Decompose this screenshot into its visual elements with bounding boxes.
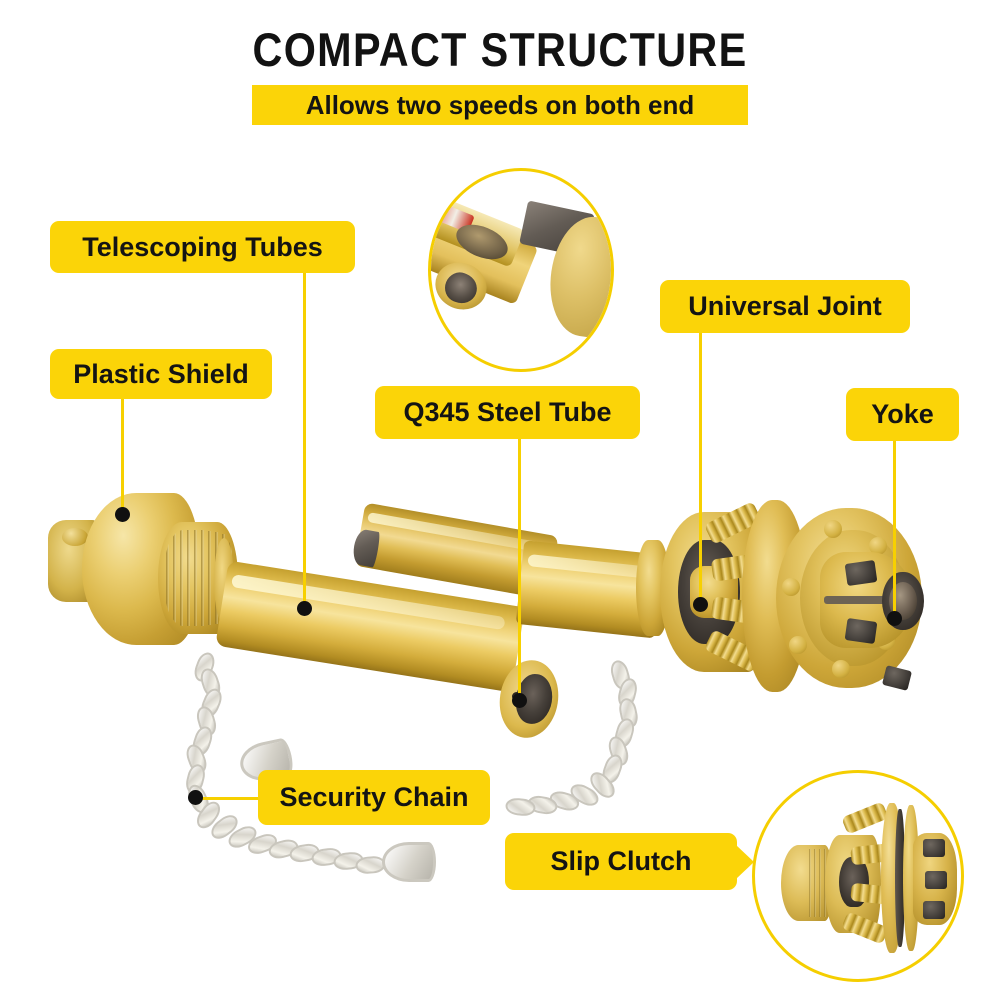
marker-dot-q345-steel-tube [512, 693, 527, 708]
marker-dot-security-chain [188, 790, 203, 805]
subtitle-banner: Allows two speeds on both end [252, 85, 748, 125]
marker-dot-yoke [887, 611, 902, 626]
leader-line-plastic-shield [121, 398, 124, 514]
flange-bolt [832, 660, 850, 678]
callout-security-chain[interactable]: Security Chain [258, 770, 490, 825]
leader-line-yoke [893, 440, 896, 620]
leader-line-q345-steel-tube [518, 438, 521, 700]
page-title: COMPACT STRUCTURE [252, 23, 748, 76]
yoke-split-slot [824, 596, 904, 604]
callout-label-plastic-shield: Plastic Shield [73, 358, 249, 389]
subtitle-text: Allows two speeds on both end [305, 89, 695, 120]
callout-slip-clutch[interactable]: Slip Clutch [505, 833, 737, 890]
callout-plastic-shield[interactable]: Plastic Shield [50, 349, 272, 399]
leader-line-universal-joint [699, 332, 702, 606]
callout-label-slip-clutch: Slip Clutch [550, 846, 692, 876]
callout-label-telescoping-tubes: Telescoping Tubes [82, 231, 323, 262]
flange-bolt [869, 537, 887, 555]
marker-dot-universal-joint [693, 597, 708, 612]
yoke-clamp-bolt [881, 665, 913, 691]
callout-label-yoke: Yoke [871, 399, 934, 429]
flange-bolt [782, 578, 800, 596]
tube-profile-inset [428, 168, 614, 372]
marker-dot-telescoping-tubes [297, 601, 312, 616]
shield-lug [62, 528, 88, 546]
callout-label-universal-joint: Universal Joint [688, 291, 882, 321]
callout-telescoping-tubes[interactable]: Telescoping Tubes [50, 221, 355, 273]
flange-bolt [789, 636, 807, 654]
callout-label-security-chain: Security Chain [279, 782, 469, 812]
yoke-clamp-bolt [844, 618, 878, 644]
leader-line-telescoping-tubes [303, 272, 306, 610]
flange-bolt [824, 520, 842, 538]
leader-line-security-chain [196, 797, 260, 800]
callout-label-q345-steel-tube: Q345 Steel Tube [403, 397, 612, 427]
callout-universal-joint[interactable]: Universal Joint [660, 280, 910, 333]
callout-yoke[interactable]: Yoke [846, 388, 959, 441]
marker-dot-plastic-shield [115, 507, 130, 522]
yoke-clamp-bolt [844, 560, 878, 586]
callout-q345-steel-tube[interactable]: Q345 Steel Tube [375, 386, 640, 439]
chain-snap-hook [382, 842, 436, 882]
slip-clutch-inset [752, 770, 964, 982]
